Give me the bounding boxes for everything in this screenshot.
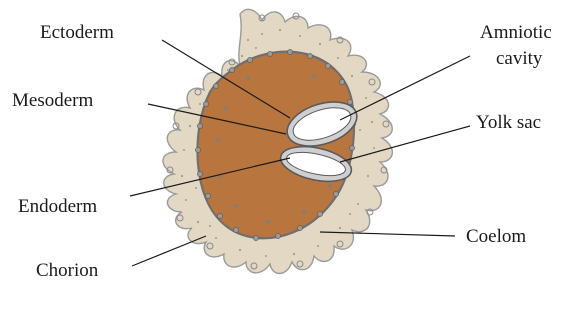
label-amniotic-line1: Amniotic (480, 22, 552, 43)
label-ectoderm: Ectoderm (40, 22, 114, 43)
label-mesoderm: Mesoderm (12, 90, 93, 111)
label-yolk-sac: Yolk sac (476, 112, 541, 133)
label-coelom: Coelom (466, 226, 526, 247)
label-endoderm: Endoderm (18, 196, 97, 217)
label-amniotic-line2: cavity (496, 48, 543, 69)
chorion-leader (132, 236, 206, 266)
label-chorion: Chorion (36, 260, 99, 281)
